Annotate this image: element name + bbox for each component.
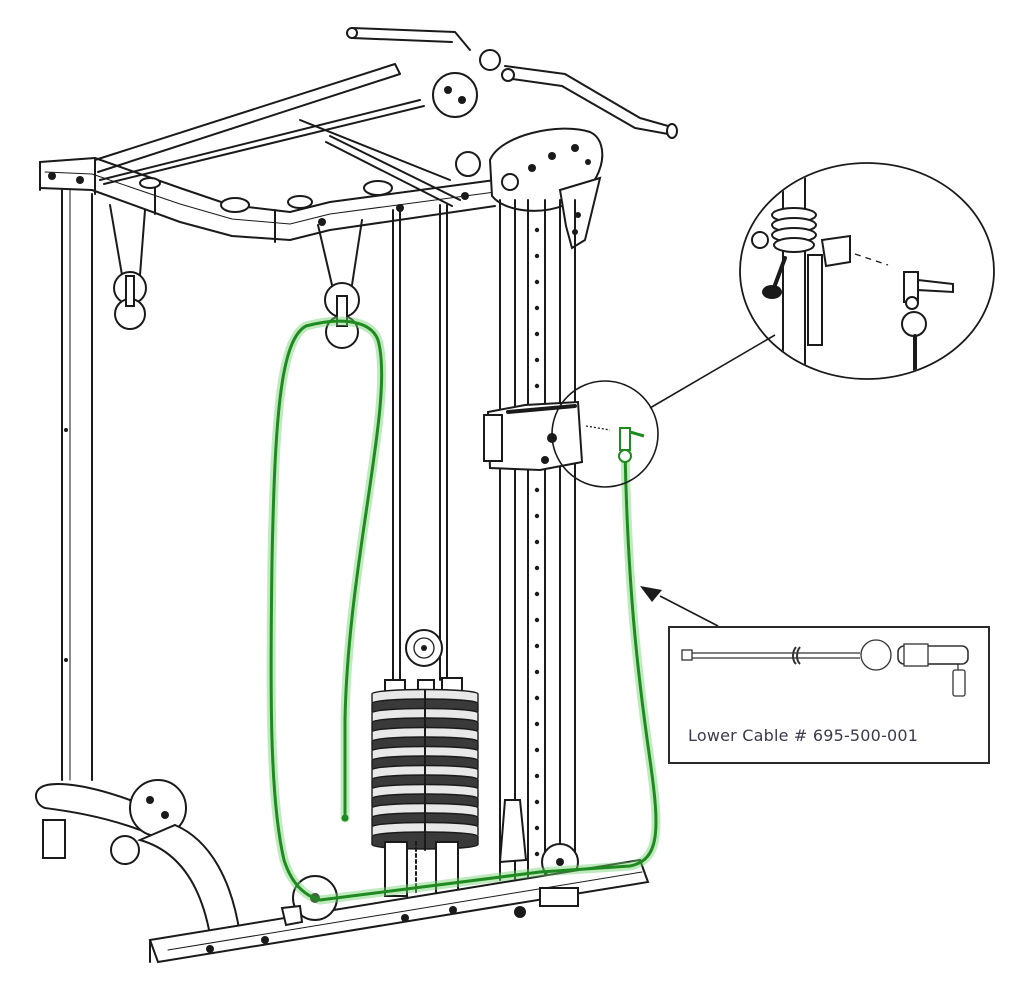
upright-hole (534, 331, 540, 337)
cable-ball-icon (860, 639, 892, 671)
magnifier-leader-line (649, 334, 776, 409)
upright-hole (534, 591, 540, 597)
center-pulley (317, 219, 363, 349)
large-magnifier-circle-icon (739, 162, 995, 380)
upright-hole (534, 695, 540, 701)
upright-hole (534, 617, 540, 623)
pulley-carriage (486, 400, 584, 472)
upright-hole (534, 487, 540, 493)
cable-part-number-label: Lower Cable # 695-500-001 (688, 726, 919, 745)
cable-end (341, 814, 349, 822)
upright-hole (534, 253, 540, 259)
upright-hole (534, 721, 540, 727)
left-upright (61, 189, 147, 781)
upright-hole (534, 539, 540, 545)
upright-hole (534, 643, 540, 649)
upright-hole (534, 279, 540, 285)
upright-hole (534, 357, 540, 363)
guide-rods (392, 204, 448, 681)
upright-hole (534, 747, 540, 753)
upright-hole (534, 383, 540, 389)
weight-stack (371, 629, 479, 897)
upright-hole (534, 799, 540, 805)
base-rail (148, 858, 650, 964)
left-lower-assembly (35, 779, 242, 936)
arrow-head-icon (640, 586, 662, 602)
upright-hole (534, 773, 540, 779)
callout-arrow (640, 586, 719, 627)
right-upright (483, 199, 584, 881)
small-magnifier-circle-icon (551, 380, 659, 488)
bench-support (137, 823, 242, 936)
upright-hole (534, 851, 540, 857)
top-frame (39, 27, 678, 250)
lower-cable (269, 319, 658, 902)
upright-hole (534, 513, 540, 519)
lower-cable-highlight (266, 316, 661, 905)
cable-part-drawing (681, 639, 969, 697)
upright-hole (534, 669, 540, 675)
cable-clip-icon (619, 427, 631, 451)
top-pulley-icon (432, 72, 478, 118)
upright-hole (534, 825, 540, 831)
detail-magnifier (551, 162, 995, 488)
upright-hole (534, 565, 540, 571)
pullup-bar-right (504, 65, 676, 129)
upright-hole (534, 305, 540, 311)
cable-callout-box: Lower Cable # 695-500-001 (668, 626, 990, 764)
upright-hole (534, 227, 540, 233)
cable-clip-arm (629, 430, 645, 438)
pullup-bar-left (351, 27, 471, 51)
cable-ball-icon (618, 449, 632, 463)
arrow-line (659, 595, 719, 627)
